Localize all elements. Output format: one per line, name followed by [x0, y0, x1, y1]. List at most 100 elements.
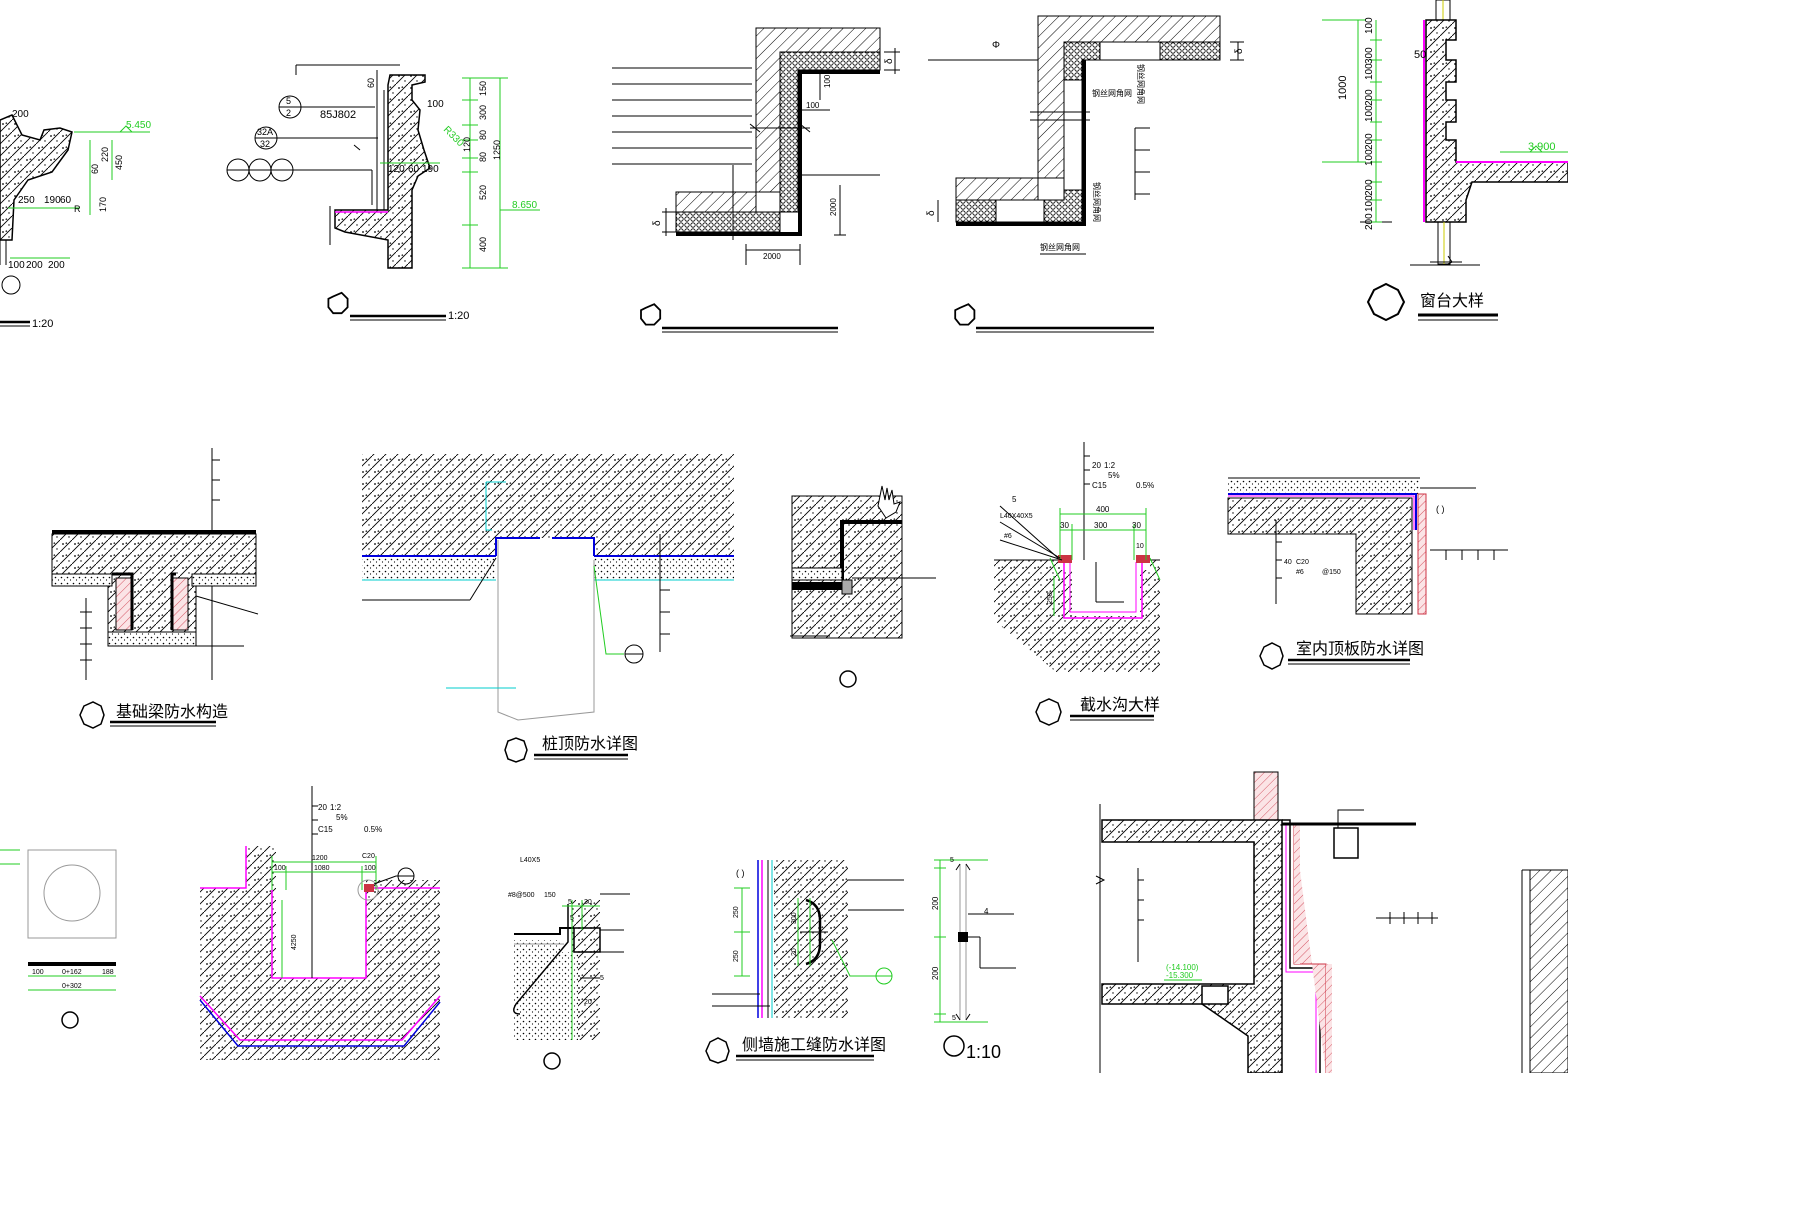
edge-angle-detail: L40X5 #8@500 150 5 30 5 5 20: [508, 857, 630, 1070]
d2-dim-150: 150: [478, 81, 488, 96]
d4-label-2: 钢丝网角网: [1136, 64, 1146, 104]
m2-index-octagon: [504, 737, 528, 763]
basement-section-detail: (-14.100) -15.300: [1095, 771, 1568, 1073]
drawing-sheet: 200 5.450 60 220 450 250 190 60 R 170 10…: [0, 0, 1568, 1073]
d5-dim-9: 200: [1364, 213, 1375, 230]
m4-dim-30b: 30: [1132, 521, 1141, 530]
b1-dim-0162: 0+162: [62, 969, 82, 976]
b2-dim-5pc: 5%: [336, 813, 348, 822]
d5-title: 窗台大样: [1420, 291, 1484, 310]
d5-level: 3.900: [1528, 141, 1556, 153]
b3-dim-angle: L40X5: [520, 857, 540, 864]
b4-paren: ( ): [736, 868, 745, 878]
b1-index-circle: [61, 1011, 79, 1029]
m5-dim-6: #6: [1296, 569, 1304, 576]
m1-title: 基础梁防水构造: [116, 702, 228, 721]
foundation-beam-detail: 基础梁防水构造: [51, 448, 259, 729]
dim-60b: 60: [60, 195, 72, 206]
d5-dim-5: 200: [1364, 133, 1375, 150]
d2-dim-60b: 60: [408, 164, 420, 175]
roof-slab-detail: ( ) 40 C20 #6 @150 室内顶板防水详图: [1227, 477, 1508, 670]
d5-dim-2: 100: [1364, 63, 1375, 80]
b6-level-2: -15.300: [1166, 971, 1194, 980]
b3-dim-5a: 5: [568, 899, 572, 906]
dim-200c: 200: [48, 260, 65, 271]
d2-dim-190: 190: [422, 164, 439, 175]
b4-title: 侧墙施工缝防水详图: [742, 1035, 886, 1054]
d2-dim-60: 60: [366, 78, 376, 88]
d2-dim-100: 100: [427, 99, 444, 110]
side-wall-joint-detail: ( ) 250 250 300 20 侧墙施工缝防水详图: [705, 860, 904, 1064]
b4-index-octagon: [705, 1037, 730, 1064]
b3-dim-150: 150: [544, 892, 556, 899]
d4-index-octagon: [954, 303, 976, 326]
eave-detail: 200 5.450 60 220 450 250 190 60 R 170 10…: [0, 109, 151, 330]
ref1-top: 5: [286, 96, 291, 106]
b2-dim-20: 20: [318, 803, 327, 812]
b5-index-circle: [943, 1035, 965, 1057]
d4-delta-2: δ: [926, 210, 937, 216]
detail-index-circle: [1, 275, 21, 295]
d3-dim-100a: 100: [823, 74, 832, 88]
m5-paren: ( ): [1436, 504, 1445, 514]
m4-dim-angle: L40X40X5: [1000, 513, 1033, 520]
d5-dim-3: 200: [1364, 89, 1375, 106]
m4-index-octagon: [1035, 698, 1062, 726]
m4-dim-250: 250: [1047, 592, 1054, 604]
d2-dim-520: 520: [478, 185, 488, 200]
wall-base-detail: [790, 485, 936, 688]
d3-delta-2: δ: [652, 220, 663, 226]
d2-dim-400: 400: [478, 237, 488, 252]
b2-dim-c15: C15: [318, 825, 333, 834]
b2-dim-4250: 4250: [291, 934, 298, 950]
d2-dim-80b: 80: [478, 152, 488, 162]
b3-dim-30: 30: [584, 899, 592, 906]
b2-dim-c20: C20: [362, 853, 375, 860]
d3-delta-1: δ: [884, 58, 895, 64]
pile-top-detail: 桩顶防水详图: [362, 454, 734, 763]
m4-title: 截水沟大样: [1080, 695, 1160, 714]
step-insulation-detail: δ 100 100 δ 2000 2000: [612, 27, 900, 333]
b2-dim-1080: 1080: [314, 865, 330, 872]
b2-dim-05pc: 0.5%: [364, 825, 382, 834]
m4-dim-5: 5: [1012, 495, 1017, 504]
hand-cursor-icon: [877, 485, 901, 519]
d5-dim-8: 100: [1364, 195, 1375, 212]
d2-dim-80: 80: [478, 130, 488, 140]
d2-scale: 1:20: [448, 310, 469, 322]
b4-dim-300: 300: [791, 912, 798, 924]
d5-dim-6: 100: [1364, 149, 1375, 166]
dim-60: 60: [90, 164, 100, 174]
b2-dim-12: 1:2: [330, 803, 342, 812]
b6-level-1: (-14.100): [1166, 963, 1199, 972]
dim-170: 170: [98, 197, 108, 212]
d3-dim-100b: 100: [806, 101, 820, 110]
ref2-bot: 32: [260, 139, 270, 149]
dim-190: 190: [44, 195, 61, 206]
m2-title: 桩顶防水详图: [542, 734, 638, 753]
b5-scale: 1:10: [966, 1042, 1001, 1062]
b5-dim-200b: 200: [931, 966, 940, 980]
b3-index-circle: [543, 1052, 561, 1070]
waterstop-detail: 5 200 200 5 4 1:10: [931, 857, 1016, 1062]
scale-label: 1:20: [32, 318, 53, 330]
b3-dim-5b: 5: [570, 915, 574, 922]
d5-index-octagon: [1366, 282, 1406, 322]
d5-dim-1: 300: [1364, 47, 1375, 64]
d3-dim-2000a: 2000: [829, 198, 838, 216]
m3-index-circle: [839, 670, 857, 688]
b5-dim-5a: 5: [950, 857, 954, 864]
detail-index-octagon: [327, 291, 349, 315]
d5-total: 1000: [1337, 76, 1349, 100]
m1-index-octagon: [79, 701, 105, 729]
d2-dim-120b: 120: [462, 137, 472, 152]
dim-r: R: [74, 204, 81, 214]
m4-dim-30a: 30: [1060, 521, 1069, 530]
m4-dim-5pc: 5%: [1108, 471, 1120, 480]
intercepting-ditch-detail: 20 1:2 5% C15 0.5% 400 30 300 30 5 L40X4…: [994, 442, 1161, 726]
b1-dim-188: 188: [102, 969, 114, 976]
m4-dim-300: 300: [1094, 521, 1108, 530]
m5-dim-40: 40: [1284, 559, 1292, 566]
d2-dim-120: 120: [388, 164, 405, 175]
d4-label-1: 钢丝网角网: [1092, 88, 1132, 98]
